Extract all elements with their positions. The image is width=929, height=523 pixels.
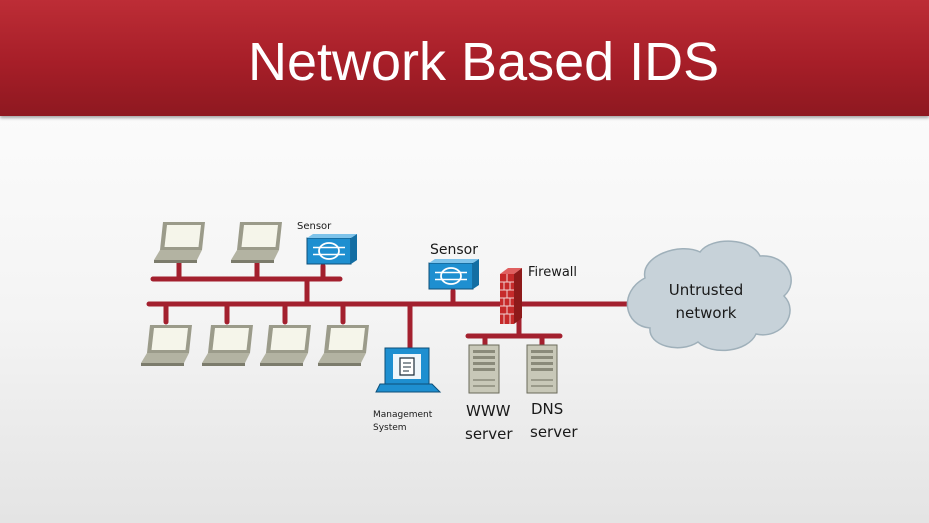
- management-workstation-icon: [375, 347, 442, 393]
- laptop-icon: [231, 222, 282, 263]
- firewall-icon: [500, 268, 522, 324]
- www-label-line2: server: [465, 425, 513, 443]
- dns-label-line2: server: [530, 423, 578, 441]
- dns-label-line1: DNS: [531, 400, 563, 418]
- cloud-icon: [626, 240, 792, 352]
- sensor-icon: [428, 258, 480, 290]
- laptop-icon: [154, 222, 205, 263]
- title-bar: Network Based IDS: [0, 0, 929, 116]
- sensor-top-label: Sensor: [297, 221, 332, 232]
- dns-server-icon: [526, 344, 558, 394]
- network-links: [146, 260, 631, 353]
- laptop-icon: [260, 325, 311, 366]
- laptop-icon: [141, 325, 192, 366]
- sensor-icon: [306, 233, 358, 265]
- cloud-label-line2: network: [676, 304, 737, 322]
- cloud-label-line1: Untrusted: [669, 281, 744, 299]
- management-label-line1: Management: [373, 410, 433, 420]
- firewall-label: Firewall: [528, 265, 577, 280]
- www-server-icon: [468, 344, 500, 394]
- management-label-line2: System: [373, 423, 407, 433]
- laptop-icon: [202, 325, 253, 366]
- www-label-line1: WWW: [466, 402, 511, 420]
- laptop-icon: [318, 325, 369, 366]
- sensor-mid-label: Sensor: [430, 242, 478, 258]
- slide-title: Network Based IDS: [248, 32, 720, 92]
